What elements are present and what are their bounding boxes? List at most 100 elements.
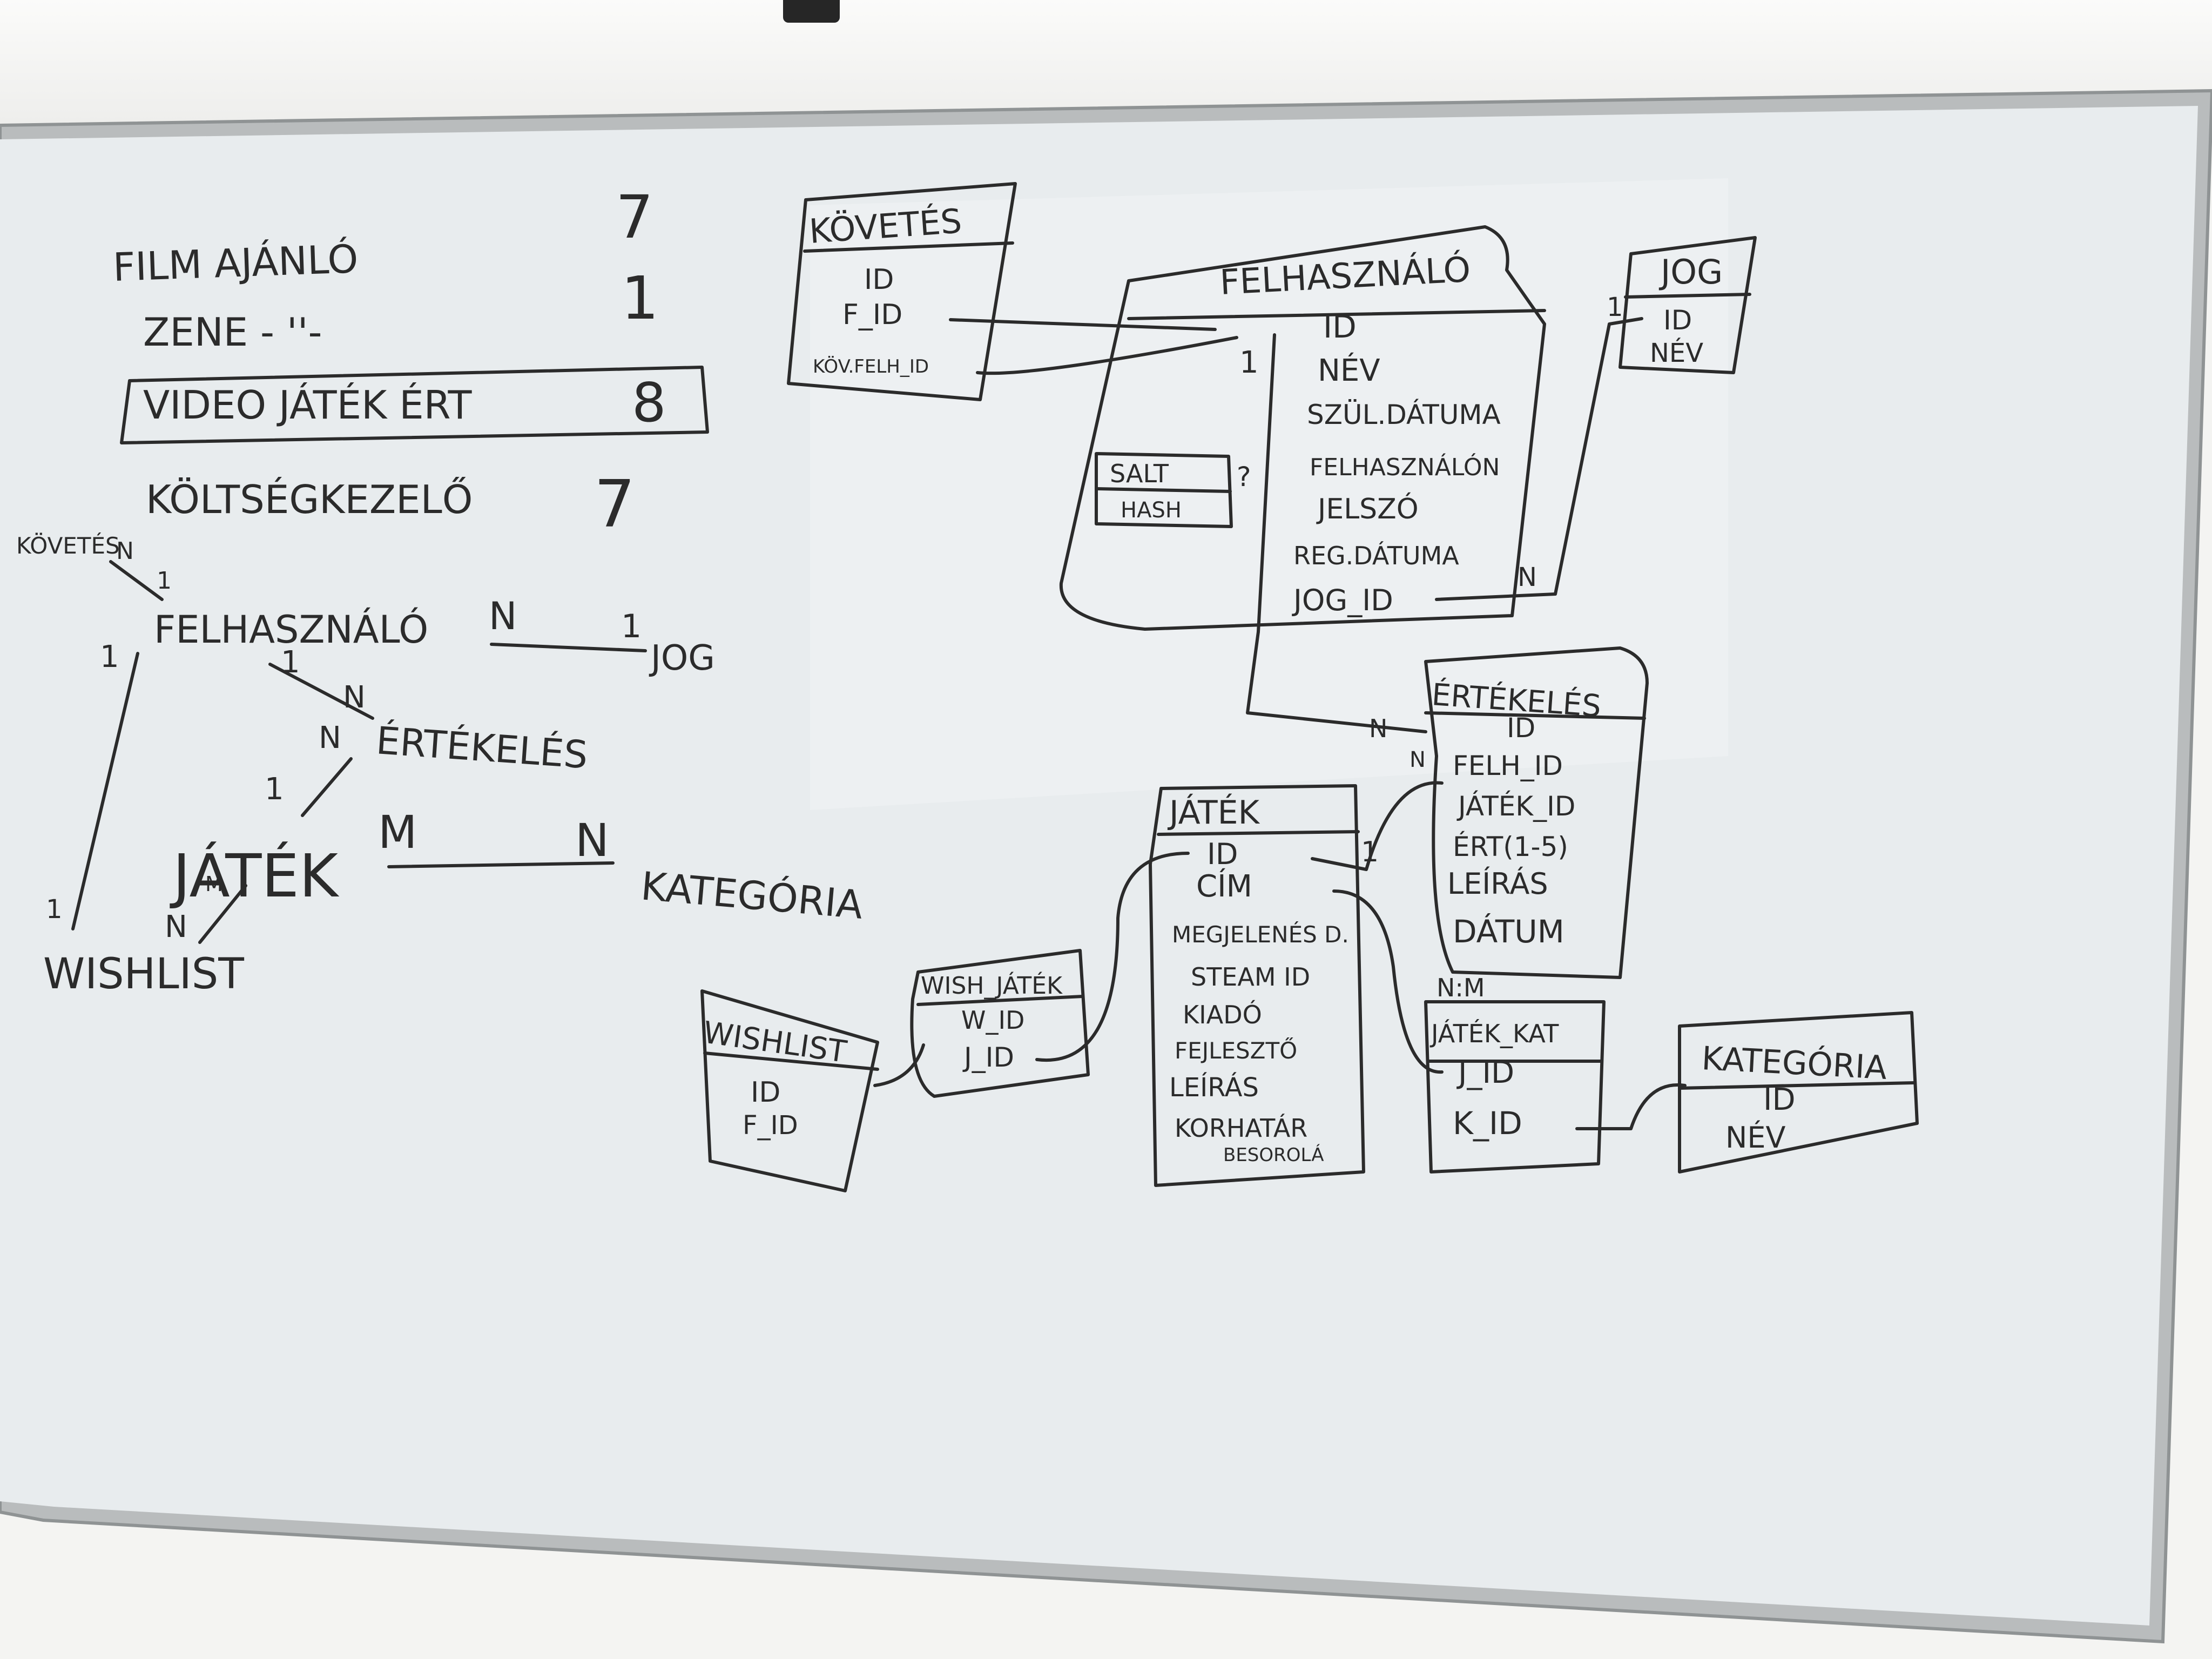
kategoria-box [1678,1011,1919,1174]
table-field: ID [1763,1082,1796,1117]
table-field: SZÜL.DÁTUMA [1307,399,1501,430]
table-field: KÖV.FELH_ID [813,355,929,377]
er-card: N [165,909,187,945]
er-line-jatek-wish [198,884,247,944]
link-mark: N [1410,747,1426,772]
table-field: LEÍRÁS [1447,867,1548,901]
er-entity: JÁTÉK [170,841,340,911]
project-item-score: 7 [594,467,635,542]
link-mark: N [1369,714,1387,743]
er-card: N [116,537,134,565]
table-field: JELSZÓ [1316,492,1419,525]
er-card: M [205,872,223,896]
er-card: 1 [621,608,642,645]
link-mark: N [1518,562,1537,592]
link-jatek-wish [1035,852,1190,1062]
table-field: JÁTÉK_ID [1456,790,1575,822]
er-card: N [575,814,609,867]
er-card: N [319,720,341,756]
link-wish-wishlist [873,1043,925,1087]
table-field: ID [1663,305,1692,336]
project-item-name: VIDEO JÁTÉK ÉRT [143,382,472,428]
er-card: N [489,594,517,638]
felhasznalo-inner-line [1257,333,1276,633]
er-card: M [378,806,417,859]
salt-hash-box [1095,452,1233,528]
er-line-felh-jog [490,643,647,652]
felhasznalo-divider [1127,309,1546,320]
project-item-score: 8 [632,371,666,434]
kategoria-divider [1678,1081,1916,1090]
table-title: WISH_JÁTÉK [921,971,1063,1000]
table-field: CÍM [1196,868,1252,904]
project-item-name: FILM AJÁNLÓ [112,236,359,290]
salt-hash-divider [1095,487,1232,493]
project-item-name: KÖLTSÉGKEZELŐ [146,477,473,522]
table-field: HASH [1121,498,1182,523]
table-note: N:M [1437,973,1485,1002]
link-felh-jog [1435,317,1643,601]
table-field: NÉV [1725,1121,1786,1155]
link-jatek-ert [1311,781,1444,871]
table-field: F_ID [743,1110,798,1141]
table-field: ID [864,264,894,296]
highlight-box [120,366,709,444]
link-mark: ? [1237,461,1251,493]
link-mark: 1 [1361,836,1379,868]
er-card: 1 [265,772,284,807]
table-field: JOG_ID [1292,583,1393,617]
link-kovfelh-felh [976,336,1238,375]
er-line-felh-wish [71,652,139,930]
projector-mount [783,0,840,23]
table-field: K_ID [1453,1105,1522,1142]
table-field: J_ID [962,1042,1014,1073]
table-field: DÁTUM [1453,913,1564,950]
table-field: BESOROLÁ [1223,1144,1324,1166]
wish-jatek-box [910,949,1090,1098]
er-line-kov-felh [109,560,164,601]
er-card: 1 [281,645,300,680]
project-item-score: 1 [621,264,659,333]
table-field: FELH_ID [1453,750,1563,781]
link-jatek-jatekkat [1332,889,1444,1074]
jatek-kat-box [1424,1000,1606,1174]
project-item-score: 7 [616,183,653,252]
er-card: 1 [100,639,119,675]
er-line-jatek-ert [301,757,353,817]
table-field: KORHATÁR [1175,1114,1307,1143]
ertekeles-box [1424,646,1649,979]
table-title: JÁTÉK [1167,793,1260,832]
table-field: ID [1507,712,1535,744]
link-mark: 1 [1607,292,1623,322]
table-field: J_ID [1456,1055,1514,1090]
wishlist-divider [703,1051,879,1071]
link-kovetes-felh [949,318,1217,331]
board-glare [810,178,1728,810]
er-entity: WISHLIST [43,950,244,999]
table-field: FEJLESZTŐ [1175,1037,1297,1064]
table-field: ID [751,1076,780,1109]
wishlist-box [700,989,879,1192]
jatek-box [1149,784,1365,1187]
link-jatekkat-kat [1575,1083,1687,1130]
board-surface [0,106,2198,1626]
kovetes-divider [803,241,1014,253]
ertekeles-divider [1424,711,1646,720]
er-entity: FELHASZNÁLÓ [154,608,428,652]
table-field: STEAM ID [1191,962,1310,992]
jatek-divider [1157,830,1360,836]
table-field: MEGJELENÉS D. [1172,921,1349,948]
er-card: 1 [46,894,63,925]
link-felh-ert [1246,630,1427,733]
er-entity: KÖVETÉS [16,532,120,559]
table-field: NÉV [1650,338,1703,368]
table-field: FELHASZNÁLÓN [1310,453,1500,481]
table-field: ID [1207,837,1238,871]
table-field: NÉV [1318,353,1380,388]
kovetes-box [787,182,1017,401]
table-field: REG.DÁTUMA [1293,541,1459,570]
er-line-felh-ert [268,663,374,720]
jog-divider [1624,293,1751,299]
er-card: N [343,680,366,715]
